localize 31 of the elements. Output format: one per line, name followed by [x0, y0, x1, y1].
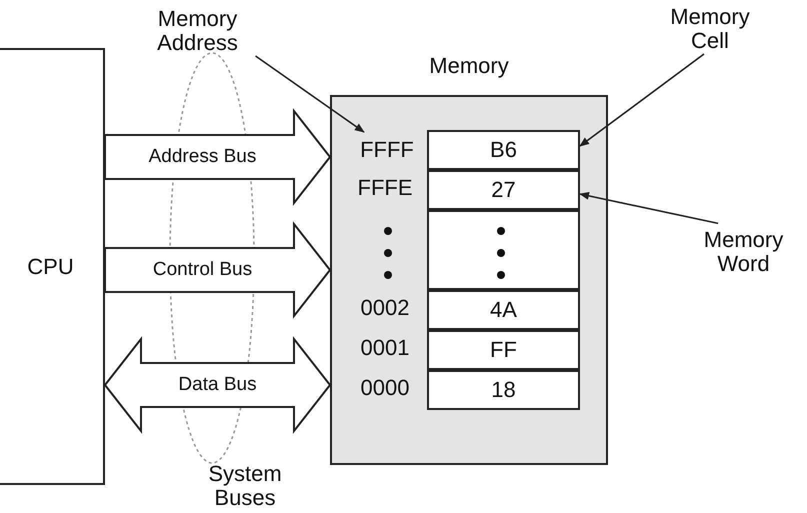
cell-value: 18: [491, 377, 516, 403]
memory-cell: [427, 130, 580, 170]
caption-text: System Buses: [207, 462, 283, 510]
cell-value: FF: [490, 337, 517, 363]
leader-line: [255, 55, 365, 133]
node-text: Memory Word: [702, 228, 784, 276]
cell-value: 27: [491, 177, 516, 203]
memory-cell: [427, 290, 580, 330]
memory-cell: [427, 330, 580, 370]
bus-arrow: [104, 221, 332, 319]
edge-label: Control Bus: [152, 258, 254, 282]
memory-cell: [427, 370, 580, 410]
leader-line: [579, 192, 718, 224]
node-text: CPU: [27, 254, 74, 280]
cell-value: 4A: [490, 297, 517, 323]
address-text: FFFE: [356, 174, 414, 202]
address-text: 0001: [360, 334, 410, 362]
edge-label: Data Bus: [177, 373, 258, 397]
leader-line: [579, 53, 704, 147]
node-text: Memory Cell: [669, 5, 751, 53]
bus-arrow: [104, 336, 332, 434]
memory-cell: [427, 210, 580, 290]
cell-value: B6: [490, 137, 517, 163]
address-text: 0000: [360, 374, 410, 402]
memory-title: Memory: [428, 53, 510, 79]
node-text: FFFF: [360, 137, 414, 163]
edge-label: Address Bus: [148, 145, 258, 169]
node-text: Memory Address: [156, 7, 239, 55]
bus-arrow: [104, 108, 332, 206]
memory-cell: [427, 170, 580, 210]
address-text: 0002: [360, 294, 410, 322]
